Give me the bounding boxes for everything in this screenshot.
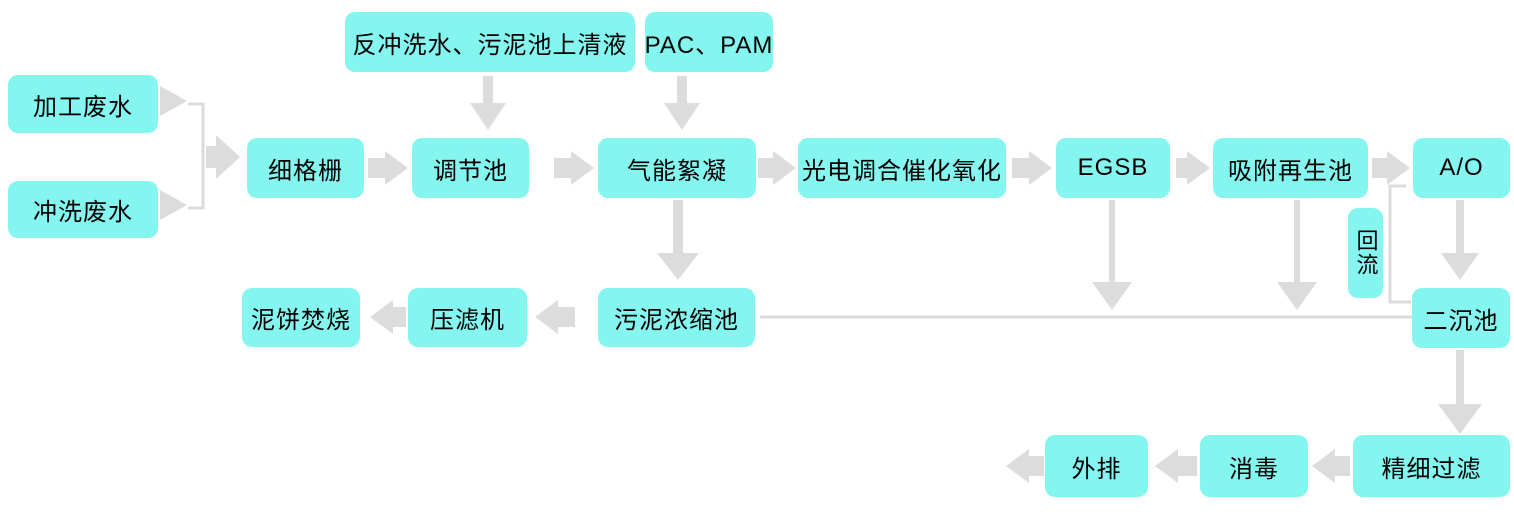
arrow-adsorption-to-sludge-line-icon (1277, 200, 1317, 310)
node-mud-cake-incineration: 泥饼焚烧 (242, 288, 360, 347)
arrow-adsorption-to-ao-icon (1372, 151, 1410, 185)
arrow-air-flocculation-to-oxidation-icon (758, 151, 796, 185)
arrow-secondary-sedimentation-to-fine-filtration-icon (1438, 350, 1482, 434)
arrow-air-flocculation-to-sludge-tank-icon (657, 200, 699, 280)
arrow-pac-pam-to-air-flocculation-icon (664, 76, 700, 130)
arrow-regulating-tank-to-air-flocculation-icon (554, 151, 594, 185)
node-secondary-sedimentation-tank: 二沉池 (1412, 288, 1510, 348)
node-regulating-tank: 调节池 (412, 138, 529, 198)
arrow-egsb-to-adsorption-icon (1176, 151, 1210, 185)
arrow-flushing-to-merge-icon (160, 190, 187, 220)
node-flushing-wastewater: 冲洗废水 (8, 181, 158, 238)
node-adsorption-regeneration-tank: 吸附再生池 (1213, 138, 1368, 198)
node-sludge-thickening-tank: 污泥浓缩池 (598, 288, 755, 347)
node-ao: A/O (1413, 138, 1510, 198)
arrow-sludge-tank-to-filter-press-icon (535, 300, 575, 334)
node-photoelectric-oxidation: 光电调合催化氧化 (798, 138, 1006, 198)
reflux-line (1388, 184, 1411, 304)
node-fine-filtration: 精细过滤 (1353, 435, 1510, 497)
inlet-merge-bracket-line (188, 102, 205, 210)
node-air-flocculation: 气能絮凝 (598, 138, 756, 198)
arrow-processing-to-merge-icon (160, 86, 187, 116)
node-processing-wastewater: 加工废水 (8, 75, 158, 133)
node-fine-screen: 细格栅 (247, 138, 364, 198)
node-pac-pam: PAC、PAM (645, 12, 773, 72)
arrow-ao-to-secondary-sedimentation-icon (1441, 200, 1479, 280)
arrow-backwash-to-regulating-tank-icon (470, 76, 506, 130)
arrow-filter-press-to-incineration-icon (370, 300, 406, 334)
arrow-discharge-outfall-icon (1006, 449, 1044, 483)
arrow-egsb-to-sludge-line-icon (1092, 200, 1132, 310)
node-backwash-supernatant: 反冲洗水、污泥池上清液 (345, 12, 635, 72)
arrow-disinfection-to-discharge-icon (1155, 449, 1197, 483)
node-filter-press: 压滤机 (408, 288, 527, 347)
arrow-fine-filtration-to-disinfection-icon (1312, 449, 1350, 483)
arrow-merge-to-fine-screen-icon (206, 135, 240, 179)
arrow-oxidation-to-egsb-icon (1012, 151, 1052, 185)
node-reflux: 回流 (1348, 208, 1383, 298)
node-egsb: EGSB (1056, 138, 1170, 198)
arrow-fine-screen-to-regulating-tank-icon (368, 151, 408, 185)
node-discharge: 外排 (1045, 435, 1148, 497)
node-disinfection: 消毒 (1200, 435, 1308, 497)
